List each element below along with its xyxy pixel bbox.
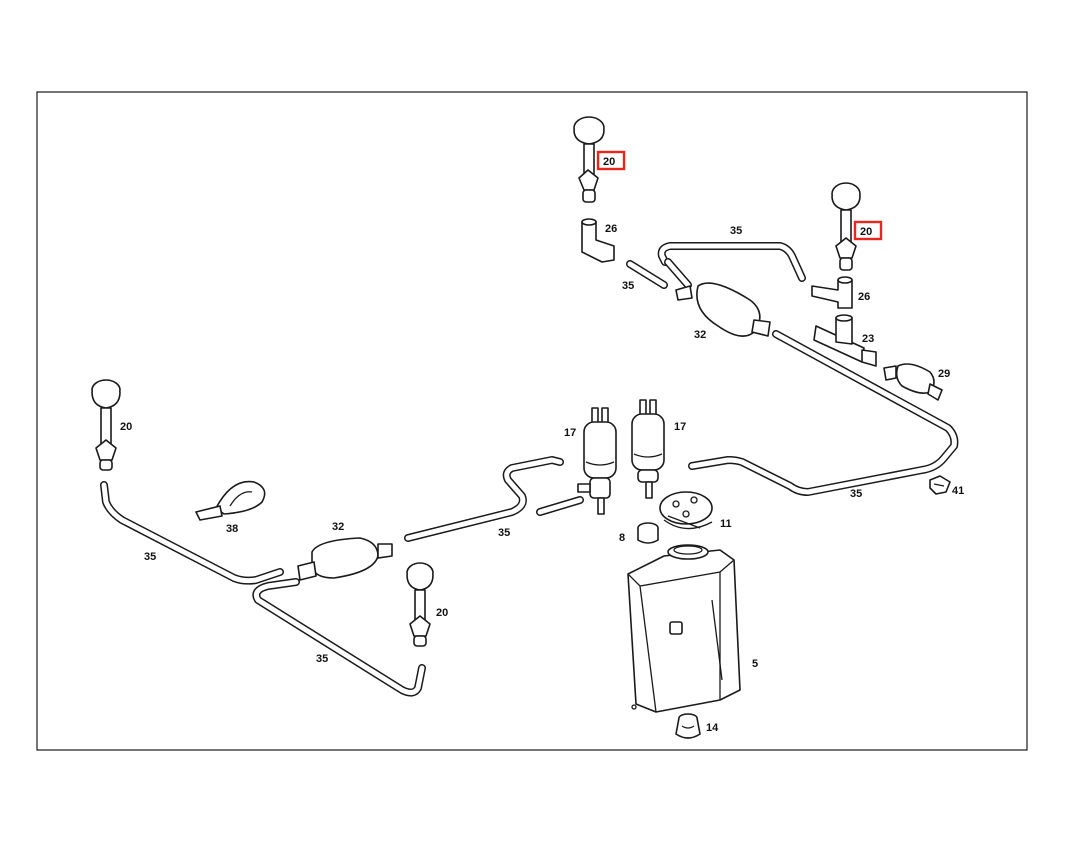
callout-grommet: 14 — [706, 722, 719, 734]
svg-text:20: 20 — [603, 156, 615, 168]
callout-clip: 41 — [952, 485, 964, 497]
hose-bottom[interactable] — [252, 578, 426, 697]
callout-hose-short: 35 — [622, 280, 634, 292]
seal[interactable] — [637, 522, 659, 544]
elbow-left[interactable] — [581, 218, 615, 263]
callout-seal: 8 — [619, 532, 625, 544]
cable-tie[interactable] — [195, 480, 266, 521]
hose-short[interactable] — [626, 260, 668, 289]
callout-pump-left: 17 — [564, 427, 576, 439]
clip[interactable] — [929, 475, 951, 495]
nozzle-top-left[interactable] — [573, 116, 605, 203]
pump-left[interactable] — [577, 407, 617, 515]
diagram-frame — [36, 91, 1028, 751]
svg-text:20: 20 — [860, 226, 872, 238]
highlight-box — [853, 220, 883, 241]
hose-right[interactable] — [688, 330, 959, 496]
callout-hose-right: 35 — [850, 488, 862, 500]
nozzle-left[interactable] — [91, 379, 121, 471]
reservoir[interactable] — [627, 544, 741, 713]
grommet[interactable] — [675, 713, 701, 739]
check-valve[interactable] — [883, 363, 943, 401]
pump-right[interactable] — [631, 399, 665, 499]
tee-connector[interactable] — [813, 314, 877, 367]
callout-nozzle-top-left: 20 — [596, 150, 626, 171]
callout-hose-left: 35 — [144, 551, 156, 563]
nozzle-bottom[interactable] — [406, 562, 434, 647]
callout-nozzle-left: 20 — [120, 421, 132, 433]
callout-check-valve: 29 — [938, 368, 950, 380]
highlight-box — [596, 150, 626, 171]
callout-elbow-right: 26 — [858, 291, 870, 303]
hose-top[interactable] — [657, 242, 806, 289]
callout-pump-right: 17 — [674, 421, 686, 433]
valve-left[interactable] — [297, 537, 393, 581]
callout-tee: 23 — [862, 333, 874, 345]
callout-valve-left: 32 — [332, 521, 344, 533]
callout-pump-bracket: 11 — [720, 518, 732, 530]
hose-left[interactable] — [100, 481, 284, 585]
callout-reservoir: 5 — [752, 658, 758, 670]
nozzle-top-right[interactable] — [831, 182, 861, 271]
callout-nozzle-bottom: 20 — [436, 607, 448, 619]
callout-cable-tie: 38 — [226, 523, 238, 535]
callout-hose-middle: 35 — [498, 527, 510, 539]
valve-right[interactable] — [675, 282, 771, 337]
callout-hose-top: 35 — [730, 225, 742, 237]
callout-nozzle-top-right: 20 — [853, 220, 883, 241]
hose-middle[interactable] — [404, 456, 584, 542]
callout-valve-right: 32 — [694, 329, 706, 341]
pump-bracket[interactable] — [659, 491, 713, 530]
callout-elbow-left: 26 — [605, 223, 617, 235]
callout-hose-bottom: 35 — [316, 653, 328, 665]
elbow-right[interactable] — [811, 276, 853, 309]
